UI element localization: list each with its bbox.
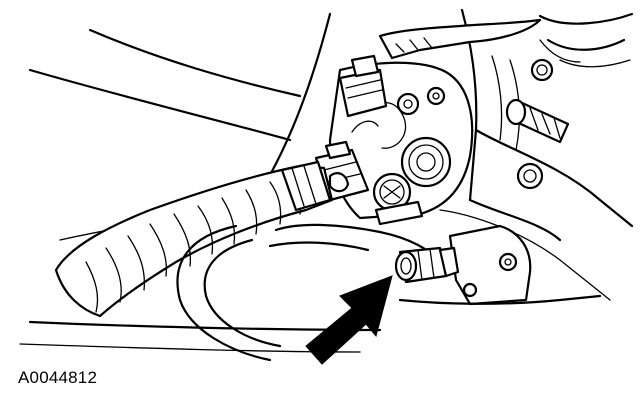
sensor-component <box>394 246 460 284</box>
vacuum-hose-loop <box>176 223 442 362</box>
electrical-connector-right <box>372 172 424 226</box>
retaining-clip <box>378 18 542 60</box>
wiring-harness <box>54 160 334 318</box>
upper-electrical-connector <box>338 54 388 118</box>
bracket-bolt-upper-right <box>505 39 581 190</box>
arrow-pointer-icon <box>305 275 393 365</box>
figure-id-label: A0044812 <box>18 368 98 387</box>
